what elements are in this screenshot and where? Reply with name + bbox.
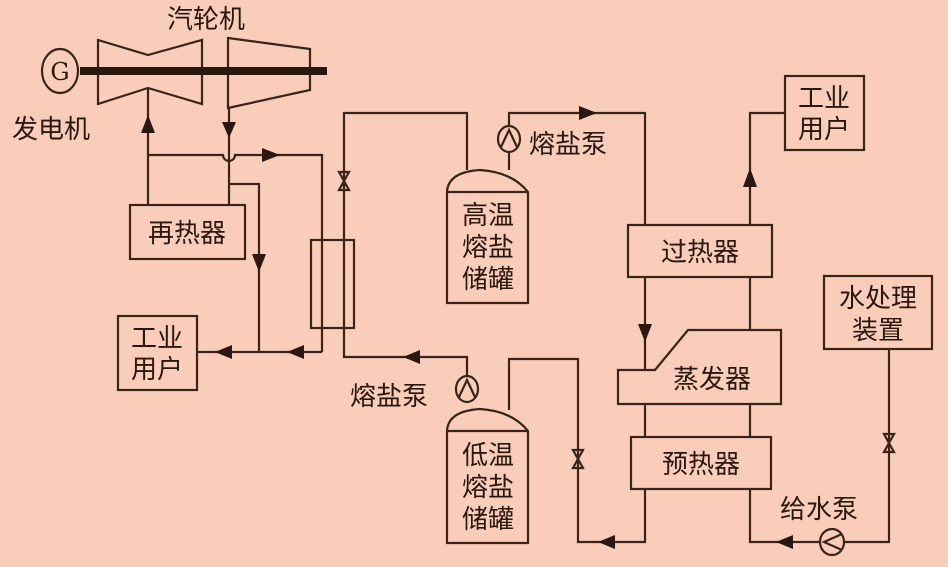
hot-salt-return-line [342, 111, 469, 240]
cold-tank-label-1: 低温 [462, 441, 514, 471]
evaporator-box [616, 328, 783, 406]
arrow-left-icon [598, 535, 615, 549]
feed-pump-label: 给水泵 [780, 495, 858, 525]
industrial-user-right-box [783, 74, 866, 152]
water-treatment-box [822, 274, 934, 351]
preheater-label: 预热器 [662, 450, 740, 480]
hot-tank-label-1: 高温 [462, 201, 514, 231]
reheater-box [128, 203, 247, 261]
steam-branch-line [229, 182, 261, 352]
generator-icon [40, 47, 80, 95]
preheater-box [629, 435, 773, 491]
water-treatment-label-2: 装置 [852, 316, 904, 346]
arrow-up-icon [141, 115, 155, 133]
superheater-label: 过热器 [661, 238, 739, 268]
industrial-user-left-box [116, 314, 199, 392]
superheater-box [626, 223, 774, 279]
generator-label: 发电机 [12, 115, 90, 145]
generator-symbol: G [50, 58, 69, 86]
valve-icon [571, 448, 585, 470]
cold-pump-label: 熔盐泵 [350, 382, 428, 412]
cold-tank-label-3: 储罐 [462, 505, 514, 535]
industrial-user-right-label-1: 工业 [798, 84, 850, 114]
reheater-label: 再热器 [148, 219, 226, 249]
arrow-left-icon [287, 345, 304, 359]
arrow-right-icon [579, 106, 597, 120]
feed-water-line [748, 489, 820, 544]
lp-turbine-icon [226, 36, 312, 110]
pump-glyph [821, 532, 843, 552]
water-treatment-label-1: 水处理 [839, 284, 917, 314]
arrow-down-icon [222, 122, 236, 138]
turbine-label: 汽轮机 [167, 5, 245, 35]
arrow-left-icon [215, 345, 232, 359]
valve-icon [337, 170, 351, 192]
cold-salt-line [342, 328, 469, 375]
hp-turbine-icon [96, 38, 204, 106]
arrow-up-icon [743, 168, 757, 187]
pump-glyph [500, 127, 518, 148]
treated-water-line [845, 349, 891, 544]
industrial-user-right-label-2: 用户 [798, 115, 850, 145]
pump-glyph [458, 377, 476, 398]
valve-icon [882, 432, 896, 454]
hot-tank-label-2: 熔盐 [462, 233, 514, 263]
hot-pump-label: 熔盐泵 [529, 130, 607, 160]
cold-pump-icon [454, 374, 480, 404]
steam-to-user-right-line [748, 111, 785, 225]
hot-tank-label-3: 储罐 [462, 265, 514, 295]
evaporator-label: 蒸发器 [673, 365, 751, 395]
arrow-left-icon [776, 535, 793, 549]
industrial-user-left-label-1: 工业 [131, 324, 183, 354]
heat-exchanger-box [309, 238, 356, 330]
industrial-user-left-label-2: 用户 [131, 355, 183, 385]
arrow-down-icon [252, 254, 266, 272]
arrow-right-icon [262, 148, 280, 162]
cold-tank-label-2: 熔盐 [462, 473, 514, 503]
arrow-down-icon [638, 324, 652, 342]
arrow-left-icon [403, 350, 420, 364]
hot-pump-icon [496, 124, 522, 154]
